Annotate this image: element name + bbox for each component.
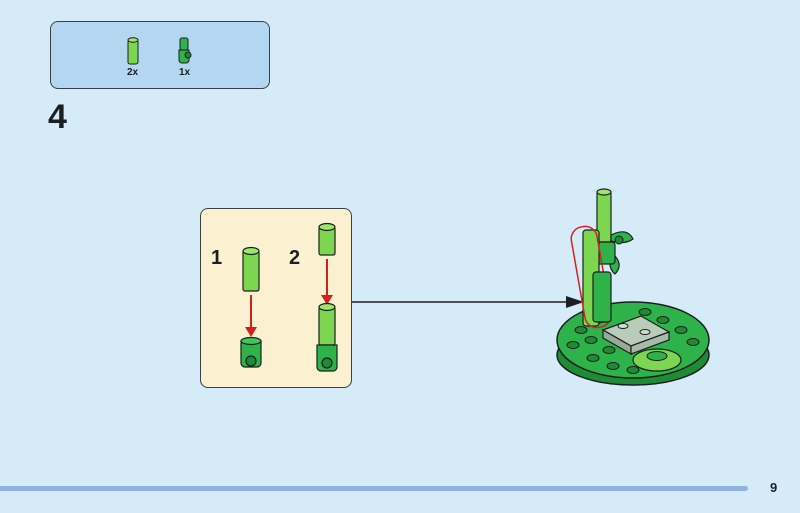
part-qty: 1x <box>179 67 191 78</box>
subassembly-callout: 1 2 <box>200 208 352 388</box>
substep-number: 2 <box>289 247 301 269</box>
parts-list-box: 2x 1x <box>50 21 270 89</box>
substep-number: 1 <box>211 247 223 269</box>
page-number: 9 <box>770 480 778 495</box>
callout-arrow-icon <box>352 296 584 308</box>
model-illustration <box>556 188 710 386</box>
substep-1-illustration <box>240 246 262 368</box>
bar-piece-icon <box>127 37 139 65</box>
step-number: 4 <box>48 98 67 136</box>
substep-2-illustration <box>316 222 338 372</box>
bottom-rule <box>0 486 748 491</box>
part-qty: 2x <box>127 67 139 78</box>
clip-piece-icon <box>178 37 192 64</box>
